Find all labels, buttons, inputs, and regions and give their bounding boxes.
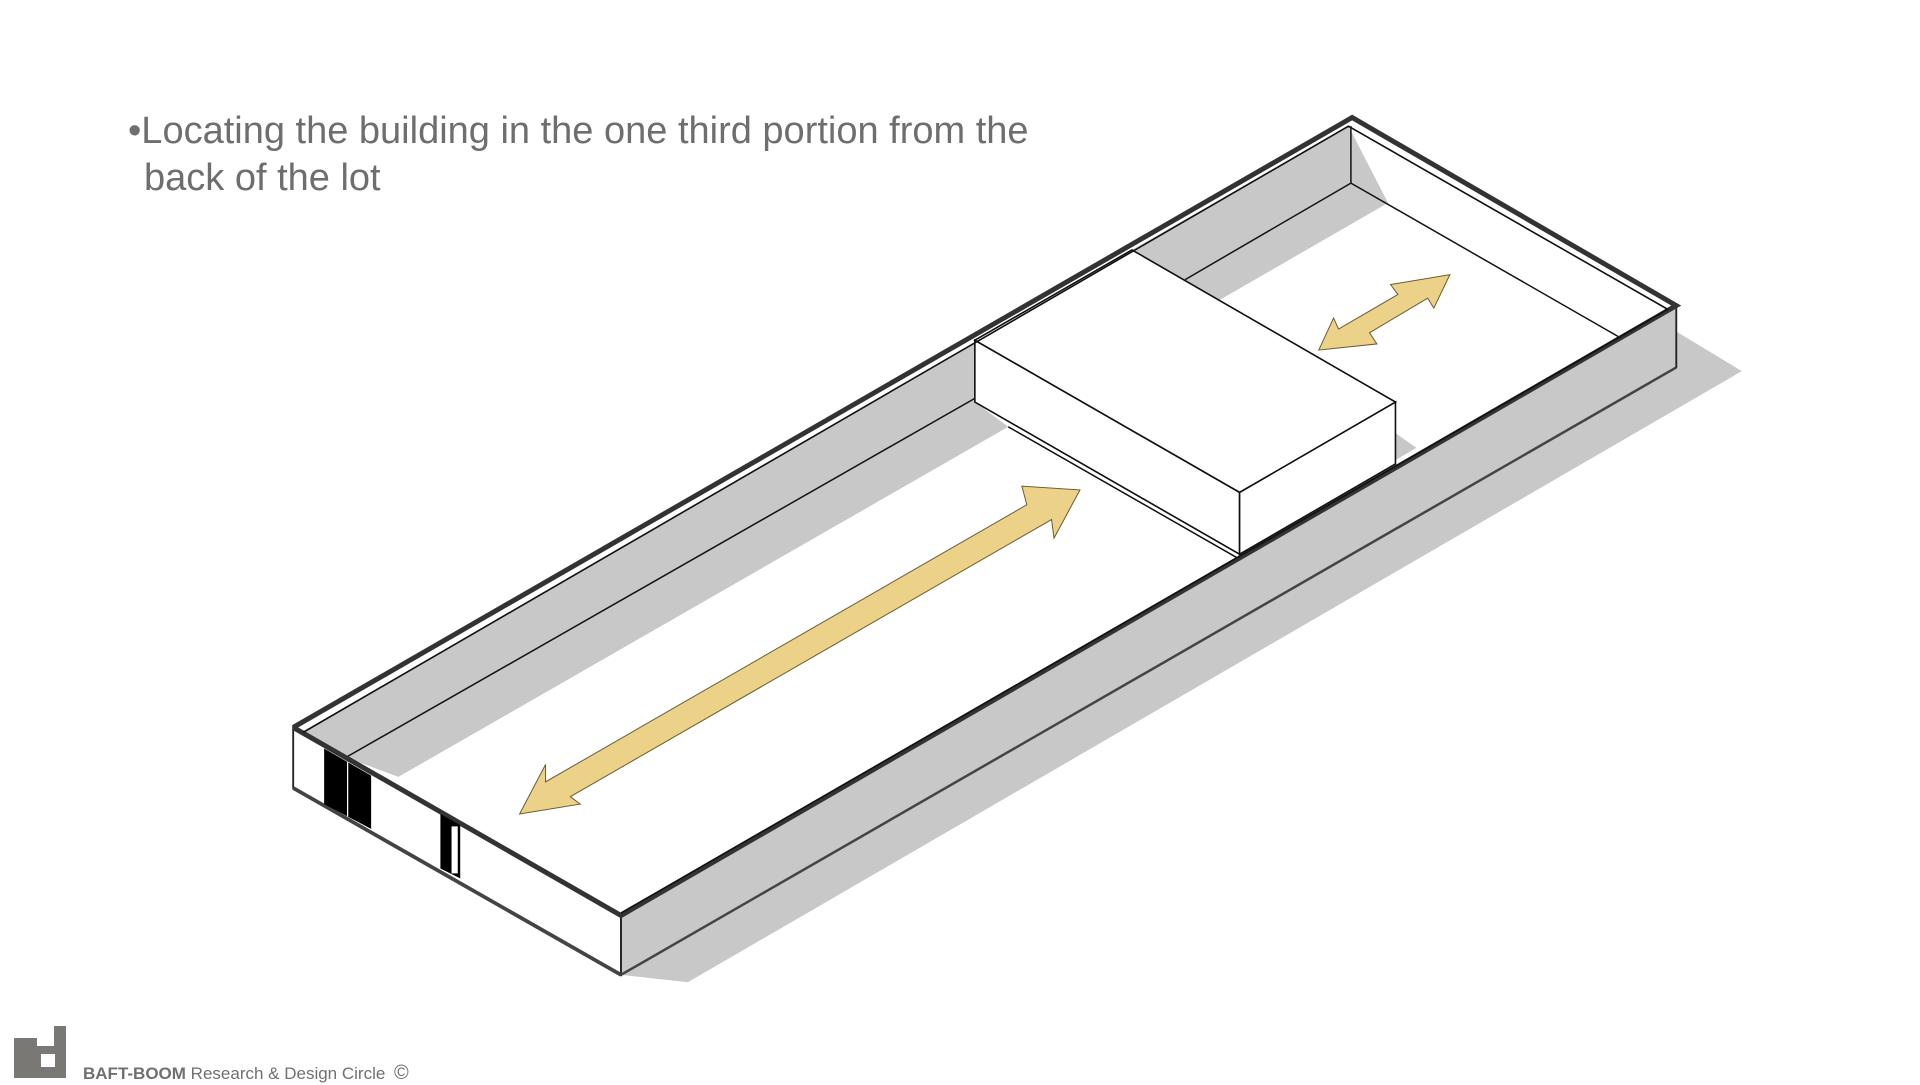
wall-top-outer: [291, 114, 1682, 919]
exterior-shadow: [621, 331, 1742, 983]
caption-line-1: •Locating the building in the one third …: [128, 110, 1029, 152]
long-double-arrow: [518, 485, 1081, 815]
short-double-arrow: [1317, 273, 1451, 351]
wall-bottom-edge: [292, 786, 622, 977]
wall-bottom-edge-right: [620, 366, 1677, 976]
footer-credit: BAFT-BOOM Research & Design Circle ©: [83, 1062, 409, 1085]
wall-top-inner: [302, 125, 1670, 914]
brand-subtitle: Research & Design Circle: [190, 1064, 386, 1083]
door-leaf: [451, 826, 458, 874]
caption-line-2: back of the lot: [144, 157, 381, 199]
building-floor-line: [1007, 426, 1240, 560]
back-wall-shadow: [303, 343, 1009, 777]
brand-name: BAFT-BOOM: [83, 1064, 186, 1083]
copyright-icon: ©: [394, 1062, 409, 1084]
building-roof: [973, 248, 1398, 494]
caption-text: •Locating the building in the one third …: [128, 108, 1029, 202]
back-wall-base: [346, 397, 976, 758]
right-wall-shadow: [1395, 432, 1417, 461]
rear-wall-base: [1350, 182, 1619, 338]
baft-boom-logo: [14, 1026, 66, 1078]
rear-yard-shadow: [1131, 126, 1389, 301]
lot-floor: [303, 126, 1668, 913]
building-side-line-rear: [1184, 182, 1352, 281]
